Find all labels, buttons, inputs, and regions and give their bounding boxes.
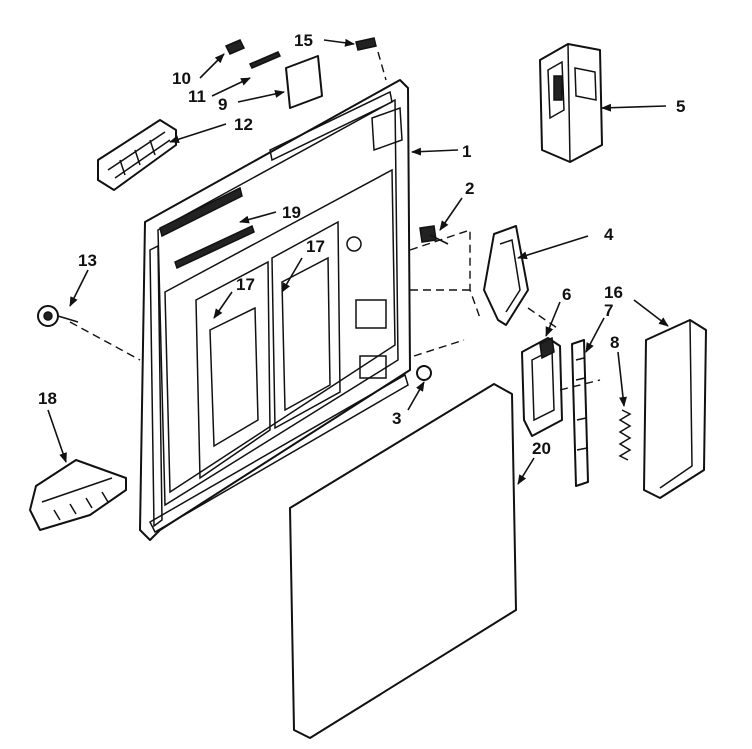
callout-12: 12 (234, 115, 253, 134)
outer-door-panel-part-20 (289, 383, 517, 739)
callout-17-left: 17 (236, 275, 255, 294)
screw-part-11 (248, 51, 282, 69)
spring-part-8 (618, 409, 632, 461)
latch-bracket-part-4 (483, 225, 529, 326)
callout-10: 10 (172, 69, 191, 88)
clip-part-10 (224, 39, 246, 55)
slot-strip-part-19 (174, 224, 255, 270)
knob-part-13 (37, 305, 79, 327)
dispenser-part-5 (539, 43, 603, 163)
callout-6: 6 (562, 285, 571, 304)
callout-8: 8 (610, 333, 619, 352)
inner-door-panel (139, 79, 411, 541)
callout-2: 2 (465, 179, 474, 198)
callout-19: 19 (282, 203, 301, 222)
nut-part-3 (416, 365, 432, 381)
callout-9: 9 (218, 95, 227, 114)
assembly-lines (69, 51, 601, 391)
callout-11: 11 (188, 87, 206, 106)
hinge-screw-part-2 (419, 225, 449, 245)
vent-bracket-part-12 (97, 119, 177, 191)
callout-5: 5 (676, 97, 685, 116)
callout-17-right: 17 (306, 237, 325, 256)
callout-13: 13 (78, 251, 97, 270)
callout-labels: 1 2 3 4 5 6 7 8 9 10 11 12 13 15 16 17 1… (38, 31, 685, 458)
latch-housing-part-6 (521, 336, 563, 437)
handle-part-18 (29, 459, 127, 531)
callout-15: 15 (294, 31, 313, 50)
callout-4: 4 (604, 225, 614, 244)
callout-16: 16 (604, 283, 623, 302)
side-cover-part-16 (643, 319, 707, 499)
slide-bar-part-7 (571, 339, 589, 487)
callout-18: 18 (38, 389, 57, 408)
callout-3: 3 (392, 409, 401, 428)
leader-lines (47, 38, 669, 485)
callout-20: 20 (532, 439, 551, 458)
callout-1: 1 (462, 142, 471, 161)
cover-plate-part-9 (285, 55, 323, 109)
screw-part-15 (355, 37, 377, 51)
callout-7: 7 (604, 301, 613, 320)
